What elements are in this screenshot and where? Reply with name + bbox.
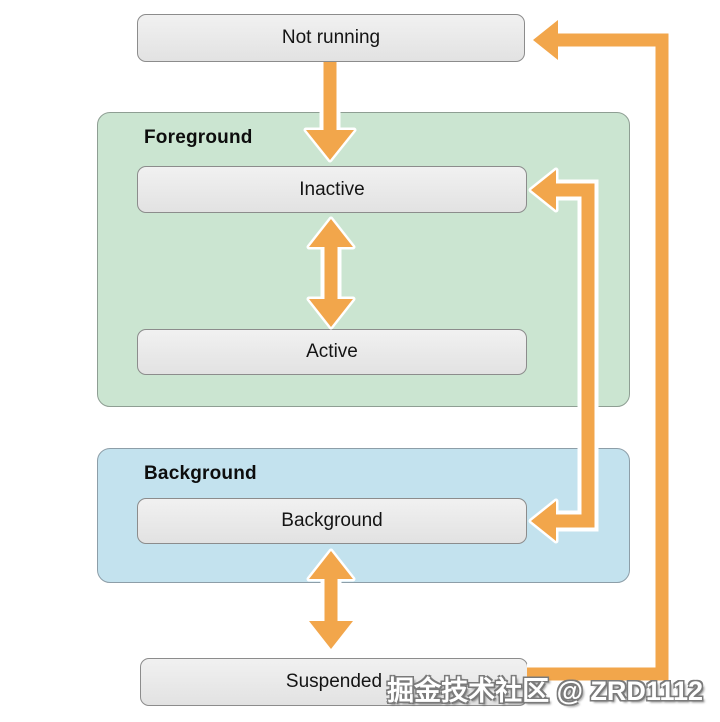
node-active-label: Active	[306, 341, 358, 362]
node-background: Background	[137, 498, 527, 544]
node-background-label: Background	[281, 510, 383, 531]
foreground-group-label: Foreground	[144, 127, 253, 148]
node-inactive-label: Inactive	[299, 178, 365, 200]
node-active: Active	[137, 329, 527, 375]
background-group-label: Background	[144, 463, 257, 484]
node-suspended-label: Suspended	[285, 671, 383, 692]
node-not-running-label: Not running	[281, 27, 381, 48]
node-not-running: Not running	[137, 14, 525, 62]
node-inactive: Inactive	[137, 166, 527, 213]
watermark-text: 掘金技术社区 @ ZRD1112	[387, 676, 703, 706]
node-suspended: Suspended	[140, 658, 528, 706]
